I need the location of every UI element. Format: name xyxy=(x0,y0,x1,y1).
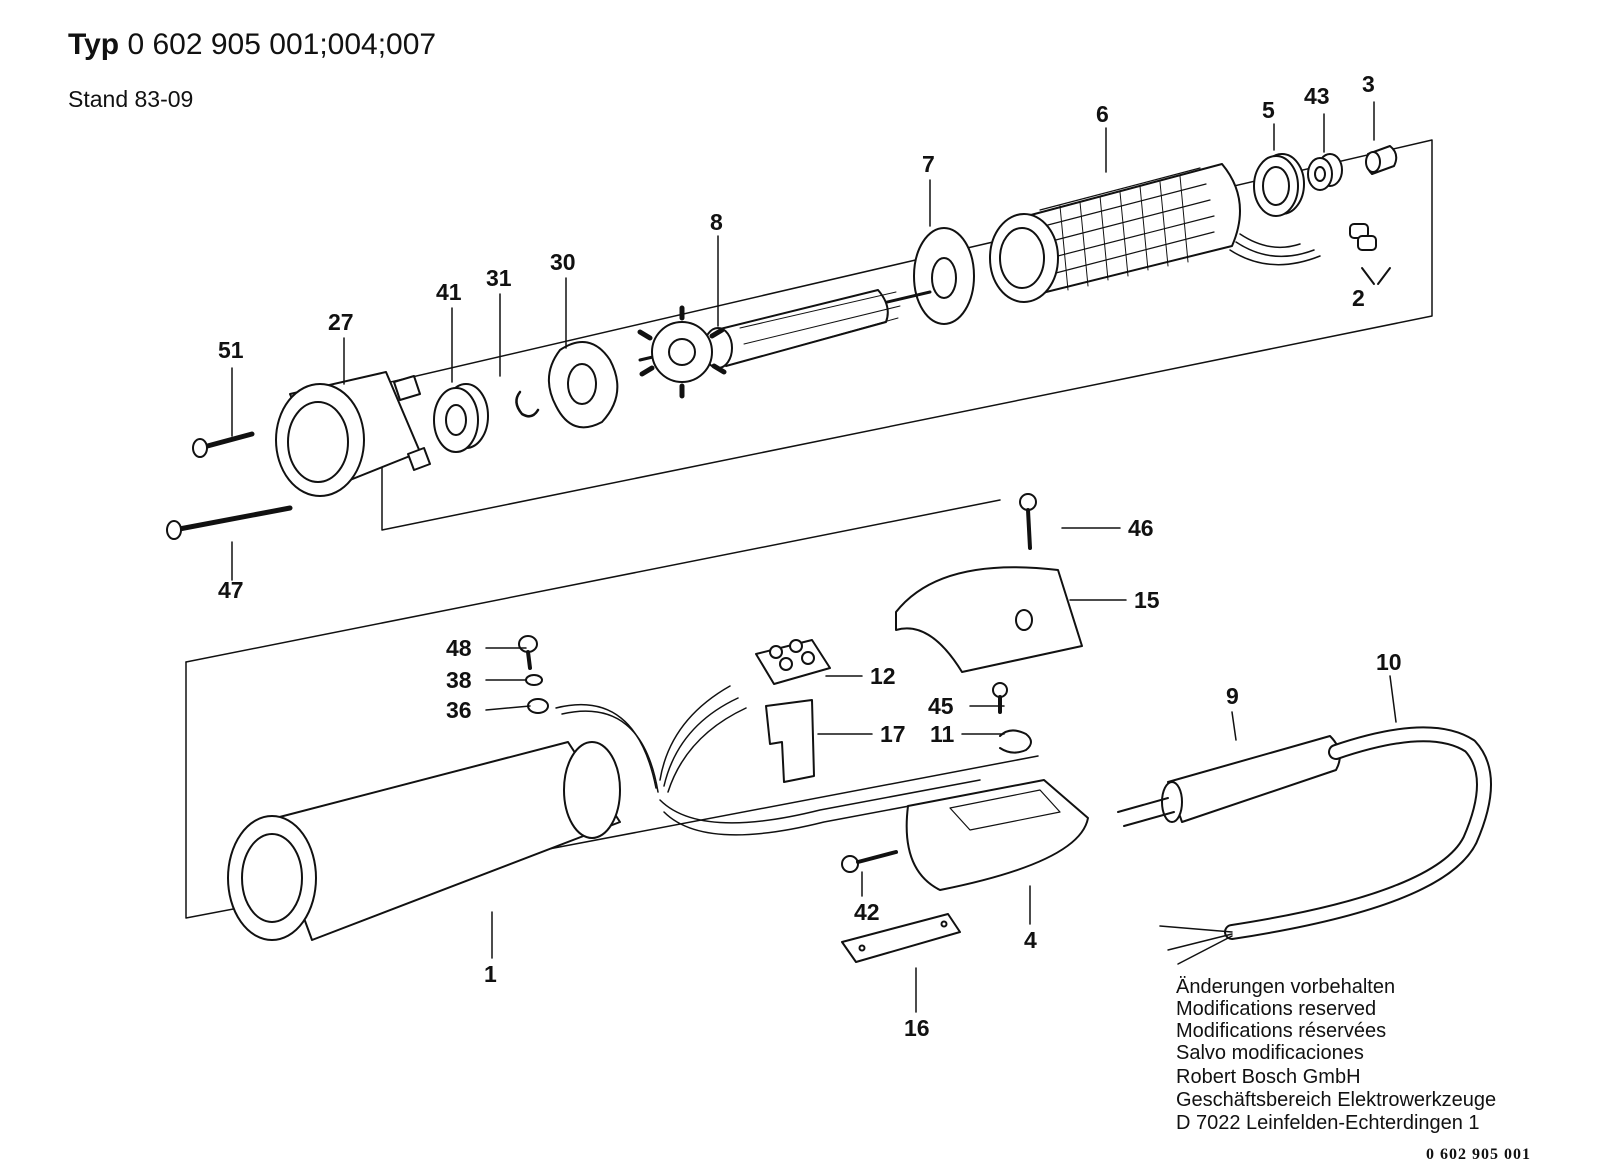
label-part-9: 9 xyxy=(1226,683,1239,709)
label-part-45: 45 xyxy=(928,693,954,719)
label-part-4: 4 xyxy=(1024,927,1037,953)
label-part-3: 3 xyxy=(1362,71,1375,97)
label-part-2: 2 xyxy=(1352,285,1365,311)
label-part-48: 48 xyxy=(446,635,472,661)
notice-line-es: Salvo modificaciones xyxy=(1176,1042,1364,1064)
part-51-screw xyxy=(192,431,255,458)
label-part-6: 6 xyxy=(1096,101,1109,127)
label-part-36: 36 xyxy=(446,697,472,723)
notice-line-en: Modifications reserved xyxy=(1176,998,1377,1020)
part-4-handle-shell xyxy=(905,779,1089,891)
part-17-cable-clamp xyxy=(765,699,815,783)
label-part-12: 12 xyxy=(870,663,896,689)
part-48-screw xyxy=(518,635,538,670)
label-part-27: 27 xyxy=(328,309,354,335)
stand-date: Stand 83-09 xyxy=(68,86,194,112)
label-part-47: 47 xyxy=(218,577,244,603)
part-10-power-cord xyxy=(1159,726,1492,965)
part-27-housing-nut xyxy=(275,371,431,497)
label-part-8: 8 xyxy=(710,209,723,235)
part-15-switch-cover xyxy=(895,566,1083,673)
part-41-ball-bearing xyxy=(433,383,489,453)
notice-line-fr: Modifications réservées xyxy=(1176,1020,1387,1042)
label-part-42: 43 xyxy=(1304,83,1330,109)
label-part-16: 16 xyxy=(904,1015,930,1041)
label-part-43: 42 xyxy=(854,899,880,925)
part-2-carbon-brushes xyxy=(1349,223,1391,285)
typ-number: 0 602 905 xyxy=(127,28,261,61)
internal-cables xyxy=(555,685,985,836)
company-address: Robert Bosch GmbH Geschäftsbereich Elekt… xyxy=(1176,1066,1496,1135)
label-part-41: 41 xyxy=(436,279,462,305)
notice-line-de: Änderungen vorbehalten xyxy=(1176,976,1396,998)
part-38-washer xyxy=(525,674,543,686)
part-3-cap xyxy=(1365,145,1398,175)
part-6-field-stator xyxy=(989,163,1321,303)
part-31-circlip xyxy=(515,390,540,418)
typ-variants: 001;004;007 xyxy=(269,28,437,61)
company-division: Geschäftsbereich Elektrowerkzeuge xyxy=(1176,1089,1497,1111)
typ-label: Typ xyxy=(68,28,120,61)
label-part-51: 51 xyxy=(218,337,244,363)
lower-frame-top xyxy=(185,499,1001,663)
part-30-bearing-flange xyxy=(548,341,619,429)
document-title: Typ 0 602 905 001;004;007 xyxy=(68,28,436,62)
label-part-38: 38 xyxy=(446,667,472,693)
company-name: Robert Bosch GmbH xyxy=(1176,1066,1361,1088)
part-9-cable-sleeve xyxy=(1117,735,1341,827)
part-45-screw xyxy=(992,682,1008,714)
part-12-terminal-block xyxy=(755,639,831,685)
part-46-screw xyxy=(1019,493,1037,550)
label-part-30: 30 xyxy=(550,249,576,275)
part-7-washer xyxy=(913,227,975,325)
company-location: D 7022 Leinfelden-Echterdingen 1 xyxy=(1176,1112,1480,1134)
part-16-nameplate xyxy=(841,913,961,963)
label-part-5: 5 xyxy=(1262,97,1275,123)
part-43-screw xyxy=(841,850,898,873)
part-1-motor-housing xyxy=(227,741,621,941)
part-42-sleeve xyxy=(1307,153,1343,191)
label-part-7: 7 xyxy=(922,151,935,177)
upper-assembly-frame xyxy=(381,139,1433,531)
label-part-46: 46 xyxy=(1128,515,1154,541)
part-5-ring xyxy=(1253,153,1305,217)
label-part-1: 1 xyxy=(484,961,497,987)
part-labels: 3 43 5 6 2 7 8 30 31 41 27 51 47 46 15 1… xyxy=(218,71,1402,1041)
label-part-11: 11 xyxy=(930,721,955,747)
modifications-notice: Änderungen vorbehalten Modifications res… xyxy=(1176,976,1395,1064)
part-8-armature xyxy=(637,289,932,399)
label-part-10: 10 xyxy=(1376,649,1402,675)
label-part-31: 31 xyxy=(486,265,512,291)
part-36-cable-lug xyxy=(527,698,549,714)
label-part-17: 17 xyxy=(880,721,906,747)
part-47-long-screw xyxy=(166,505,293,540)
leader-lines xyxy=(231,101,1397,1013)
label-part-15: 15 xyxy=(1134,587,1160,613)
document-number: 0 602 905 001 xyxy=(1426,1146,1531,1163)
lower-assembly-frame xyxy=(185,661,1039,919)
part-11-cable-clip xyxy=(999,729,1032,754)
